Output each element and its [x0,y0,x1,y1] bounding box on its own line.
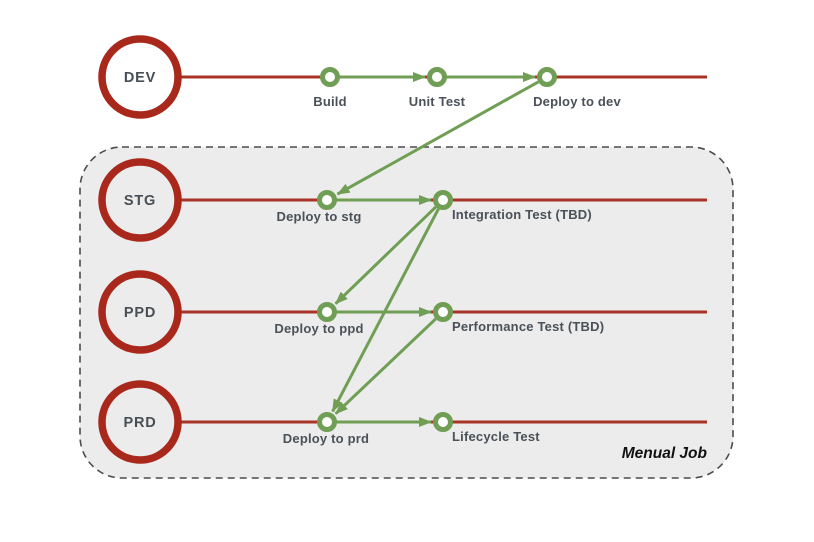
job-node-build [320,67,340,87]
job-node-unit-test [427,67,447,87]
job-label-unit-test: Unit Test [409,94,466,109]
job-node-lifecycle-test [433,412,453,432]
job-node-integration-test [433,190,453,210]
job-label-integration-test: Integration Test (TBD) [452,207,592,222]
job-label-lifecycle-test: Lifecycle Test [452,429,540,444]
env-label-stg: STG [124,193,156,209]
arrow-performance-test-to-deploy-prd [334,317,437,415]
env-label-prd: PRD [123,415,156,431]
job-label-deploy-dev: Deploy to dev [533,94,621,109]
job-node-performance-test [433,302,453,322]
job-label-deploy-stg: Deploy to stg [277,209,362,224]
env-circle-dev [98,35,182,119]
env-label-ppd: PPD [124,305,156,321]
arrow-deploy-dev-to-deploy-stg [336,80,540,196]
job-node-deploy-prd [317,412,337,432]
arrow-integration-test-to-deploy-ppd [334,205,437,305]
job-label-deploy-ppd: Deploy to ppd [274,321,363,336]
job-node-deploy-stg [317,190,337,210]
job-label-build: Build [313,94,347,109]
env-circle-prd [98,380,182,464]
job-node-deploy-dev [537,67,557,87]
env-circle-stg [98,158,182,242]
arrow-integration-test-to-deploy-prd [331,208,440,413]
manual-job-group-label: Menual Job [622,445,708,462]
job-label-deploy-prd: Deploy to prd [283,431,369,446]
job-node-deploy-ppd [317,302,337,322]
job-label-performance-test: Performance Test (TBD) [452,319,604,334]
env-circle-ppd [98,270,182,354]
env-label-dev: DEV [124,70,156,86]
